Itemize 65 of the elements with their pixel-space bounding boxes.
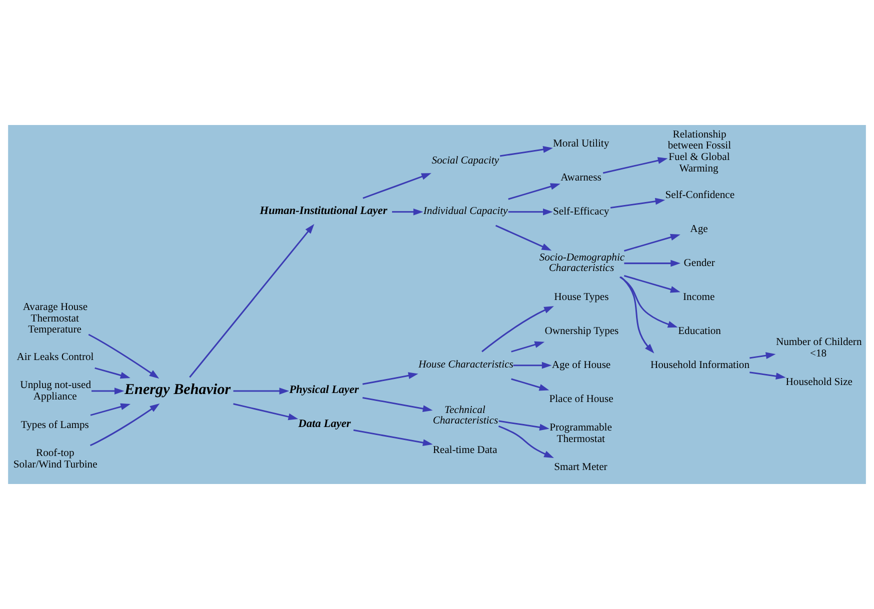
node-text: Unplug not-used Appliance: [20, 380, 91, 403]
arrow: [94, 367, 130, 379]
node-text: Real-time Data: [432, 444, 498, 456]
arrow: [90, 403, 160, 446]
node-text: Smart Meter: [554, 462, 608, 474]
arrow: [362, 396, 433, 412]
node-text: Self-Efficacy: [553, 206, 610, 218]
node-text: House Characteristics: [418, 359, 514, 370]
node-text: Relationship between Fossil Fuel & Global Warming: [668, 129, 732, 174]
node-text: Self-Confidence: [665, 190, 735, 202]
arrow: [624, 234, 680, 252]
arrow: [498, 426, 554, 458]
arrow: [498, 420, 550, 431]
arrow: [353, 429, 433, 446]
arrow: [495, 224, 552, 251]
arrow: [392, 208, 424, 216]
node-text: Age of House: [552, 360, 611, 372]
node-text: Age: [690, 224, 708, 236]
node-text: Physical Layer: [289, 384, 359, 396]
node-text: Roof-top Solar/Wind Turbine: [13, 448, 98, 471]
node-text: Social Capacity: [432, 155, 499, 166]
node-text: Awarness: [560, 172, 602, 184]
node-text: Human-Institutional Layer: [260, 204, 388, 217]
node-text: Ownership Types: [544, 326, 619, 338]
arrow: [624, 260, 680, 267]
arrow: [90, 403, 131, 416]
arrow: [92, 388, 124, 394]
node-text: Household Information: [650, 360, 750, 372]
node-text: Avarage House Thermostat Temperature: [22, 302, 88, 336]
arrow: [624, 275, 680, 293]
node-text: Socio-Demographic Characteristics: [539, 252, 625, 274]
node-text: Individual Capacity: [423, 206, 508, 217]
arrow: [511, 378, 550, 391]
node-text: Number of Childern <18: [776, 337, 862, 360]
node-text: Moral Utility: [553, 138, 610, 150]
node-text: Types of Lamps: [20, 420, 89, 431]
arrow: [500, 146, 553, 157]
arrow: [482, 306, 554, 352]
node-text: Programmable Thermostat: [550, 422, 612, 445]
arrow: [620, 276, 654, 354]
node-text: Data Layer: [298, 418, 351, 430]
arrow: [602, 157, 668, 174]
arrow: [620, 276, 678, 328]
arrow: [750, 372, 786, 380]
arrow: [362, 173, 432, 199]
arrow: [88, 334, 160, 379]
node-text: House Types: [554, 292, 609, 304]
arrow: [610, 198, 666, 209]
arrow: [513, 362, 552, 369]
node-text: Gender: [684, 258, 715, 270]
arrow: [508, 183, 560, 200]
arrow: [750, 352, 776, 359]
arrow: [511, 341, 545, 352]
node-text: Air Leaks Control: [16, 352, 94, 363]
arrow: [362, 372, 418, 385]
node-text: Energy Behavior: [124, 382, 231, 398]
arrow: [233, 388, 290, 394]
arrow: [508, 208, 553, 216]
arrow: [233, 403, 298, 420]
node-text: Place of House: [549, 394, 614, 406]
arrow: [189, 224, 314, 378]
node-text: Household Size: [786, 376, 852, 388]
node-text: Education: [678, 326, 721, 338]
node-text: Technical Characteristics: [432, 405, 498, 427]
node-text: Income: [683, 292, 715, 304]
